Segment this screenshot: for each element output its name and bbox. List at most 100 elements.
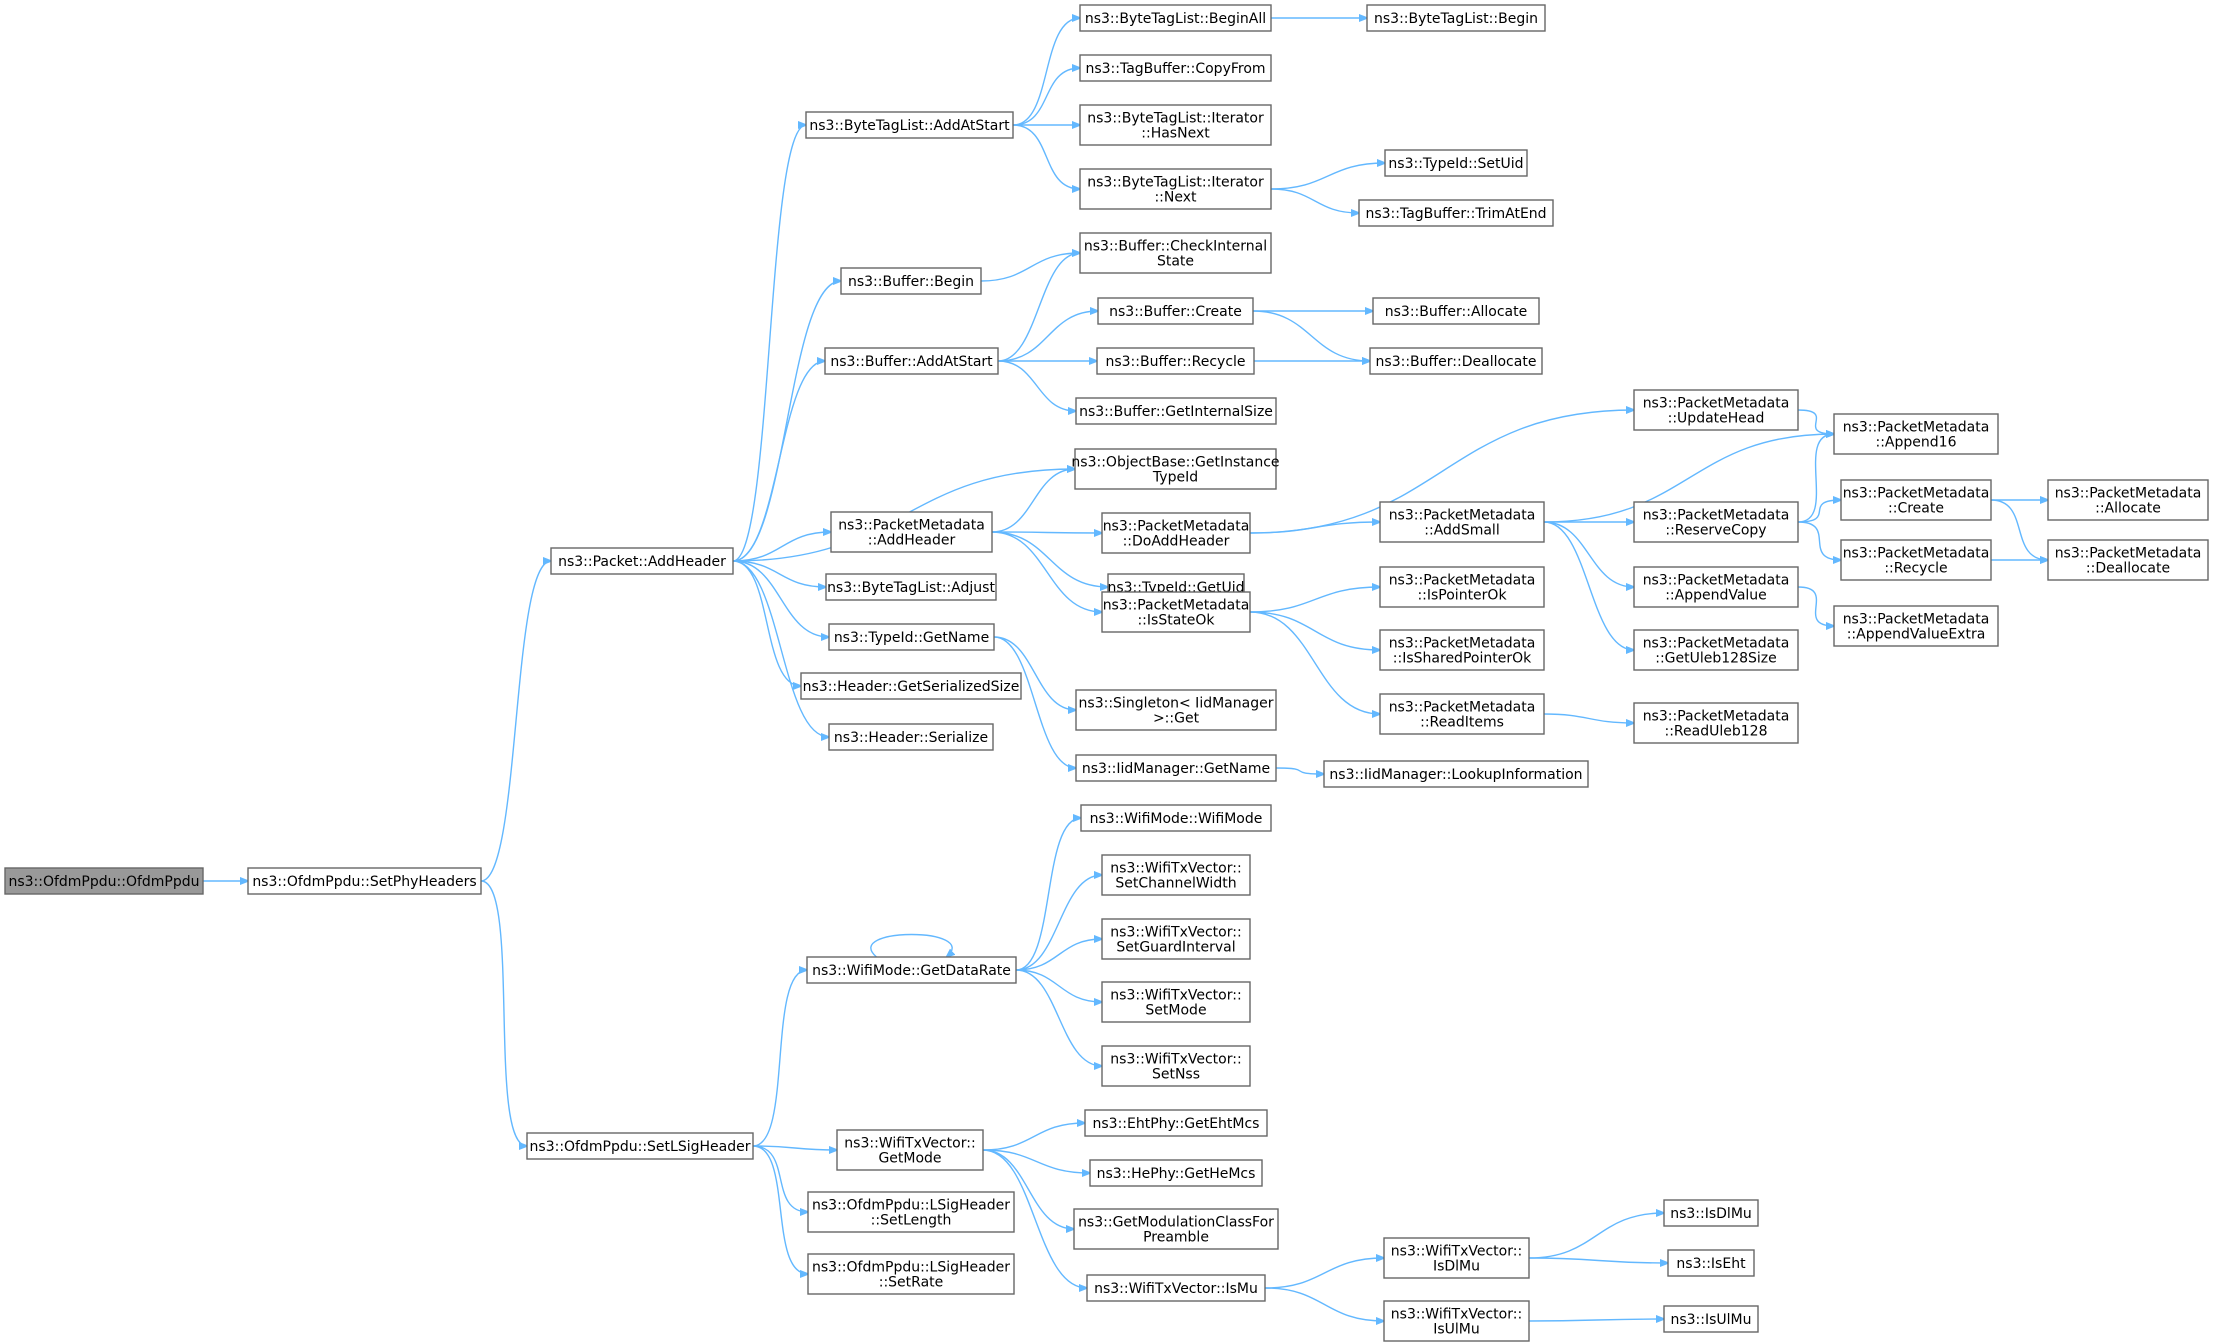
- node-label: ns3::WifiTxVector::: [844, 1136, 975, 1152]
- graph-node[interactable]: ns3::EhtPhy::GetEhtMcs: [1084, 1109, 1268, 1137]
- graph-node[interactable]: ns3::PacketMetadata::AppendValue: [1633, 566, 1799, 608]
- call-edge: [1015, 969, 1102, 1002]
- graph-node[interactable]: ns3::OfdmPpdu::SetPhyHeaders: [247, 867, 482, 895]
- graph-node[interactable]: ns3::PacketMetadata::Append16: [1833, 413, 1999, 455]
- graph-node[interactable]: ns3::WifiTxVector::IsUlMu: [1383, 1300, 1530, 1342]
- graph-node[interactable]: ns3::Buffer::Deallocate: [1369, 347, 1543, 375]
- graph-node[interactable]: ns3::Buffer::Allocate: [1372, 297, 1540, 325]
- graph-node[interactable]: ns3::IidManager::GetName: [1075, 754, 1277, 782]
- graph-node[interactable]: ns3::ByteTagList::Iterator::HasNext: [1079, 104, 1272, 146]
- graph-node[interactable]: ns3::WifiTxVector::GetMode: [836, 1129, 984, 1171]
- call-edge: [1528, 1213, 1664, 1259]
- graph-node[interactable]: ns3::PacketMetadata::Allocate: [2047, 479, 2209, 521]
- graph-node[interactable]: ns3::ByteTagList::Iterator::Next: [1079, 168, 1272, 210]
- call-edge: [1249, 611, 1380, 714]
- graph-node[interactable]: ns3::Buffer::GetInternalSize: [1075, 397, 1277, 425]
- node-box: [1075, 397, 1277, 425]
- graph-node[interactable]: ns3::PacketMetadata::IsStateOk: [1101, 591, 1251, 633]
- graph-node[interactable]: ns3::PacketMetadata::GetUleb128Size: [1633, 629, 1799, 671]
- graph-node[interactable]: ns3::PacketMetadata::Deallocate: [2047, 539, 2209, 581]
- graph-node[interactable]: ns3::WifiTxVector::SetMode: [1101, 981, 1251, 1023]
- node-box: [1369, 347, 1543, 375]
- graph-node[interactable]: ns3::PacketMetadata::Recycle: [1840, 539, 1992, 581]
- node-label: ns3::WifiTxVector::IsMu: [1094, 1281, 1258, 1297]
- node-box: [1101, 512, 1251, 554]
- node-label: ::AddSmall: [1424, 523, 1499, 539]
- graph-node[interactable]: ns3::PacketMetadata::AddSmall: [1379, 501, 1545, 543]
- node-label: ns3::ByteTagList::AddAtStart: [809, 118, 1010, 134]
- graph-node[interactable]: ns3::PacketMetadata::ReadItems: [1379, 693, 1545, 735]
- graph-node[interactable]: ns3::OfdmPpdu::LSigHeader::SetLength: [807, 1191, 1015, 1233]
- call-edge: [1249, 587, 1380, 613]
- graph-node[interactable]: ns3::WifiTxVector::SetChannelWidth: [1101, 854, 1251, 896]
- node-box: [828, 623, 995, 651]
- node-label: ns3::PacketMetadata: [1389, 700, 1536, 716]
- node-label: ::SetLength: [871, 1213, 952, 1229]
- graph-node[interactable]: ns3::TagBuffer::CopyFrom: [1079, 54, 1272, 82]
- graph-node[interactable]: ns3::OfdmPpdu::LSigHeader::SetRate: [807, 1253, 1015, 1295]
- call-edge: [991, 532, 1102, 533]
- graph-node[interactable]: ns3::HePhy::GetHeMcs: [1089, 1159, 1263, 1187]
- graph-node[interactable]: ns3::PacketMetadata::Create: [1840, 479, 1992, 521]
- call-edge: [991, 469, 1075, 533]
- graph-node[interactable]: ns3::IsUlMu: [1663, 1305, 1759, 1333]
- node-label: ns3::PacketMetadata: [1643, 573, 1790, 589]
- graph-node[interactable]: ns3::ByteTagList::AddAtStart: [805, 111, 1014, 139]
- graph-node[interactable]: ns3::Buffer::Create: [1097, 297, 1254, 325]
- call-edge: [1990, 499, 2048, 560]
- graph-node[interactable]: ns3::IidManager::LookupInformation: [1323, 760, 1589, 788]
- call-edge: [980, 253, 1080, 282]
- graph-node[interactable]: ns3::TypeId::SetUid: [1384, 149, 1528, 177]
- graph-node[interactable]: ns3::PacketMetadata::ReadUleb128: [1633, 702, 1799, 744]
- graph-node[interactable]: ns3::PacketMetadata::AddHeader: [830, 511, 993, 553]
- node-box: [805, 111, 1014, 139]
- graph-node[interactable]: ns3::ByteTagList::Adjust: [825, 573, 997, 601]
- graph-node[interactable]: ns3::WifiTxVector::IsDlMu: [1383, 1237, 1530, 1279]
- call-edge: [732, 532, 831, 562]
- graph-node[interactable]: ns3::Singleton< IidManager >::Get: [1075, 689, 1277, 731]
- graph-node[interactable]: ns3::PacketMetadata::AppendValueExtra: [1833, 605, 1999, 647]
- graph-node[interactable]: ns3::TypeId::GetName: [828, 623, 995, 651]
- node-box: [1840, 479, 1992, 521]
- graph-node[interactable]: ns3::ByteTagList::BeginAll: [1079, 4, 1272, 32]
- graph-node[interactable]: ns3::OfdmPpdu::SetLSigHeader: [526, 1132, 754, 1160]
- node-box: [807, 1191, 1015, 1233]
- call-edge: [1249, 611, 1380, 650]
- graph-node[interactable]: ns3::WifiTxVector::SetNss: [1101, 1045, 1251, 1087]
- node-box: [1366, 4, 1546, 32]
- graph-node[interactable]: ns3::TagBuffer::TrimAtEnd: [1358, 199, 1554, 227]
- graph-node[interactable]: ns3::Header::Serialize: [828, 723, 994, 751]
- node-box: [1079, 104, 1272, 146]
- graph-node[interactable]: ns3::PacketMetadata::IsSharedPointerOk: [1379, 629, 1545, 671]
- call-edge: [997, 311, 1098, 362]
- call-edge: [1264, 1258, 1384, 1289]
- graph-node[interactable]: ns3::IsEht: [1667, 1249, 1755, 1277]
- graph-node[interactable]: ns3::PacketMetadata::DoAddHeader: [1101, 512, 1251, 554]
- node-label: ::IsStateOk: [1137, 613, 1215, 629]
- graph-node[interactable]: ns3::WifiMode::GetDataRate: [806, 956, 1017, 984]
- graph-node[interactable]: ns3::Packet::AddHeader: [550, 547, 734, 575]
- graph-node[interactable]: ns3::WifiTxVector::IsMu: [1086, 1274, 1266, 1302]
- graph-node[interactable]: ns3::Header::GetSerializedSize: [800, 672, 1022, 700]
- graph-node[interactable]: ns3::OfdmPpdu::OfdmPpdu: [4, 867, 204, 895]
- graph-node[interactable]: ns3::Buffer::Recycle: [1096, 347, 1255, 375]
- graph-node[interactable]: ns3::Buffer::AddAtStart: [824, 347, 999, 375]
- graph-node[interactable]: ns3::PacketMetadata::ReserveCopy: [1633, 501, 1799, 543]
- call-edge: [1012, 124, 1080, 189]
- node-label: ns3::OfdmPpdu::OfdmPpdu: [8, 874, 199, 890]
- graph-node[interactable]: ns3::WifiTxVector::SetGuardInterval: [1101, 918, 1251, 960]
- node-box: [1833, 605, 1999, 647]
- graph-node[interactable]: ns3::IsDlMu: [1663, 1199, 1759, 1227]
- graph-node[interactable]: ns3::Buffer::Begin: [840, 267, 982, 295]
- graph-node[interactable]: ns3::WifiMode::WifiMode: [1080, 804, 1272, 832]
- call-edge: [1543, 521, 1634, 587]
- graph-node[interactable]: ns3::ByteTagList::Begin: [1366, 4, 1546, 32]
- call-edge: [1528, 1257, 1668, 1263]
- node-label: ns3::Packet::AddHeader: [558, 554, 726, 570]
- graph-node[interactable]: ns3::PacketMetadata::UpdateHead: [1633, 389, 1799, 431]
- graph-node[interactable]: ns3::PacketMetadata::IsPointerOk: [1379, 566, 1545, 608]
